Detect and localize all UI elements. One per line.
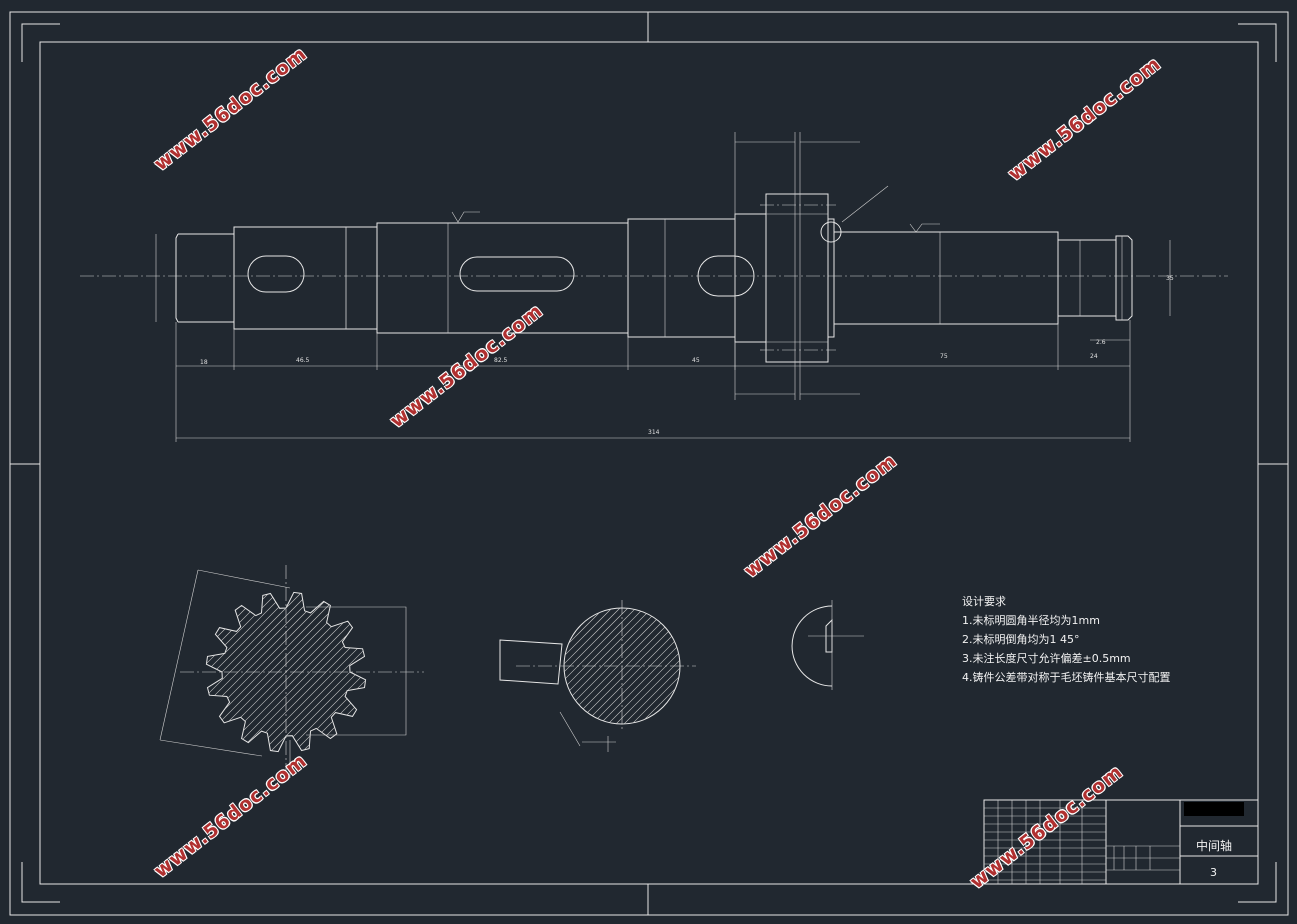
dim-seg6: 24 [1090,353,1098,360]
dim-seg1: 18 [200,359,208,366]
dim-total: 314 [648,429,660,436]
shaft-main-view [80,132,1228,442]
note-item-2: 2.未标明倒角均为1 45° [962,633,1080,646]
note-item-1: 1.未标明圆角半径均为1mm [962,614,1100,627]
gear-section-view [159,565,424,780]
dim-seg7: 2.6 [1096,339,1106,346]
dim-seg2: 46.5 [296,357,310,364]
dim-seg5: 75 [940,353,948,360]
title-block [983,799,1259,885]
detail-view [791,600,864,690]
sheet-number: 3 [1210,866,1217,879]
dim-dia-end: 35 [1166,275,1174,282]
note-item-4: 4.铸件公差带对称于毛坯铸件基本尺寸配置 [962,671,1171,684]
part-name: 中间轴 [1196,839,1233,853]
notes-heading: 设计要求 [962,595,1006,608]
dim-seg3: 82.5 [494,357,508,364]
dim-seg4: 45 [692,357,700,364]
note-item-3: 3.未注长度尺寸允许偏差±0.5mm [962,652,1131,665]
keyway-section-view [499,600,696,752]
sheet-frame [9,11,1289,916]
design-requirements: 设计要求 1.未标明圆角半径均为1mm 2.未标明倒角均为1 45° 3.未注长… [962,592,1171,687]
dimension-labels: 18 46.5 82.5 45 75 24 2.6 314 35 [200,275,1174,436]
